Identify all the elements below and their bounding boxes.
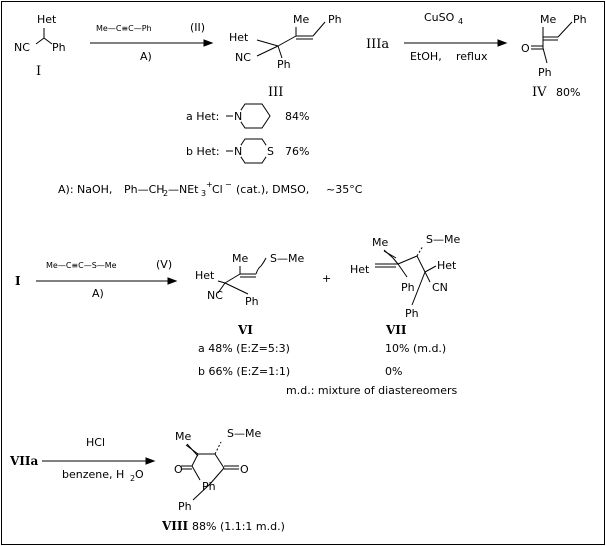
condition-reflux: reflux xyxy=(456,50,488,63)
start-VIIa-label: VIIa xyxy=(9,454,39,468)
ph-label: Ph xyxy=(328,13,342,26)
reagent-II-label: (II) xyxy=(190,21,205,34)
start-I-label: I xyxy=(15,274,21,288)
cond-A-cat-2: —NEt xyxy=(168,183,199,196)
cond-A-sub3: 3 xyxy=(201,189,206,198)
reagent-cuso4: CuSO xyxy=(424,11,455,24)
arrow-2: IIIa CuSO 4 EtOH, reflux xyxy=(366,11,508,63)
cond-A-cat-3: Cl xyxy=(212,183,223,196)
nitrogen-label: N xyxy=(234,110,242,123)
arrow-3: I Me—C≡C—S—Me (V) A) xyxy=(15,258,178,300)
me-label: Me xyxy=(232,252,248,265)
oxygen-label: O xyxy=(521,42,530,55)
me-label: Me xyxy=(540,13,556,26)
start-IIIa-label: IIIa xyxy=(366,37,389,52)
arrow-4: VIIa HCl benzene, H 2 O xyxy=(9,436,156,483)
compound-VI-label: VI xyxy=(237,323,253,337)
het-a-yield: 84% xyxy=(285,110,309,123)
condition-etoh: EtOH, xyxy=(410,50,442,63)
het-b-label: b Het: xyxy=(186,145,220,158)
vi-yield-b: b 66% (E:Z=1:1) xyxy=(198,365,290,378)
het-option-b: b Het: N S 76% xyxy=(186,138,309,164)
compound-IV-structure: Me Ph O Ph IV 80% xyxy=(521,13,587,100)
s-me-label: S—Me xyxy=(426,233,460,246)
compound-IV-label: IV xyxy=(532,85,547,100)
cond-solvent-end: O xyxy=(135,468,144,481)
me-label: Me xyxy=(175,430,191,443)
reagent-hcl: HCl xyxy=(86,436,105,449)
cond-solvent: benzene, H xyxy=(62,468,124,481)
compound-III-structure: Me Ph Het NC Ph III xyxy=(229,13,342,100)
arrow3-condition: A) xyxy=(92,287,104,300)
ph-label: Ph xyxy=(202,480,216,493)
arrow-1: Me—C≡C—Ph (II) A) xyxy=(90,21,214,63)
het-label: Het xyxy=(195,269,215,282)
md-note: m.d.: mixture of diastereomers xyxy=(286,384,457,397)
yield-VIII: 88% (1.1:1 m.d.) xyxy=(192,520,285,533)
het-b-yield: 76% xyxy=(285,145,309,158)
cond-A-prefix: A): NaOH, xyxy=(58,183,112,196)
reagent-V-chain: Me—C≡C—S—Me xyxy=(46,261,117,270)
arrow1-condition: A) xyxy=(140,50,152,63)
cond-A-temp: ~35°C xyxy=(326,183,363,196)
oxygen-label: O xyxy=(174,463,183,476)
compound-I-structure: Het NC Ph I xyxy=(14,13,66,79)
s-me-label: S—Me xyxy=(270,252,304,265)
het-label: Het xyxy=(229,31,249,44)
ph-label: Ph xyxy=(573,13,587,26)
reagent-cuso4-sub: 4 xyxy=(458,17,463,26)
nc-label: NC xyxy=(14,41,30,54)
plus-sign: + xyxy=(322,272,331,285)
cond-solvent-sub: 2 xyxy=(130,474,135,483)
ph-label: Ph xyxy=(401,281,415,294)
compound-VI-structure: Me S—Me Het NC Ph VI a 48% (E:Z=5:3) b 6… xyxy=(195,252,304,378)
conditions-A: A): NaOH, Ph—CH 2 —NEt 3 + Cl − (cat.), … xyxy=(58,180,363,198)
me-label: Me xyxy=(293,13,309,26)
compound-VII-structure: Me S—Me Het Het Ph CN Ph VII 10% (m.d.) … xyxy=(350,233,460,378)
ph-label: Ph xyxy=(538,66,552,79)
yield-IV: 80% xyxy=(556,86,580,99)
ph-label: Ph xyxy=(52,41,66,54)
vii-yield-b: 0% xyxy=(385,365,402,378)
het-label: Het xyxy=(437,259,457,272)
het-a-label: a Het: xyxy=(186,110,219,123)
compound-VIII-structure: Me S—Me O O Ph Ph VIII 88% (1.1:1 m.d.) xyxy=(161,427,285,533)
compound-VIII-label: VIII xyxy=(161,519,189,533)
cn-label: CN xyxy=(432,281,448,294)
sulfur-label: S xyxy=(267,145,274,158)
nc-label: NC xyxy=(235,51,251,64)
het-label: Het xyxy=(37,13,57,26)
vi-yield-a: a 48% (E:Z=5:3) xyxy=(198,342,290,355)
ph-label: Ph xyxy=(178,500,192,513)
cond-A-cat-4: (cat.), DMSO, xyxy=(236,183,309,196)
compound-VII-label: VII xyxy=(385,323,407,337)
s-me-label: S—Me xyxy=(227,427,261,440)
vii-yield-a: 10% (m.d.) xyxy=(385,342,446,355)
me-label: Me xyxy=(372,236,388,249)
cond-A-minus: − xyxy=(225,180,232,189)
ph-label: Ph xyxy=(245,295,259,308)
cond-A-plus: + xyxy=(206,180,213,189)
het-label: Het xyxy=(350,263,370,276)
ph-label: Ph xyxy=(405,307,419,320)
ph-label: Ph xyxy=(277,58,291,71)
nc-label: NC xyxy=(207,289,223,302)
compound-III-label: III xyxy=(268,85,283,100)
compound-I-label: I xyxy=(36,64,41,79)
reagent-V-label: (V) xyxy=(156,258,172,271)
cond-A-cat-1: Ph—CH xyxy=(124,183,165,196)
cond-A-sub2: 2 xyxy=(163,189,168,198)
nitrogen-label: N xyxy=(234,145,242,158)
reagent-II-chain: Me—C≡C—Ph xyxy=(96,24,152,33)
oxygen-label: O xyxy=(240,463,249,476)
het-option-a: a Het: N 84% xyxy=(186,103,309,129)
